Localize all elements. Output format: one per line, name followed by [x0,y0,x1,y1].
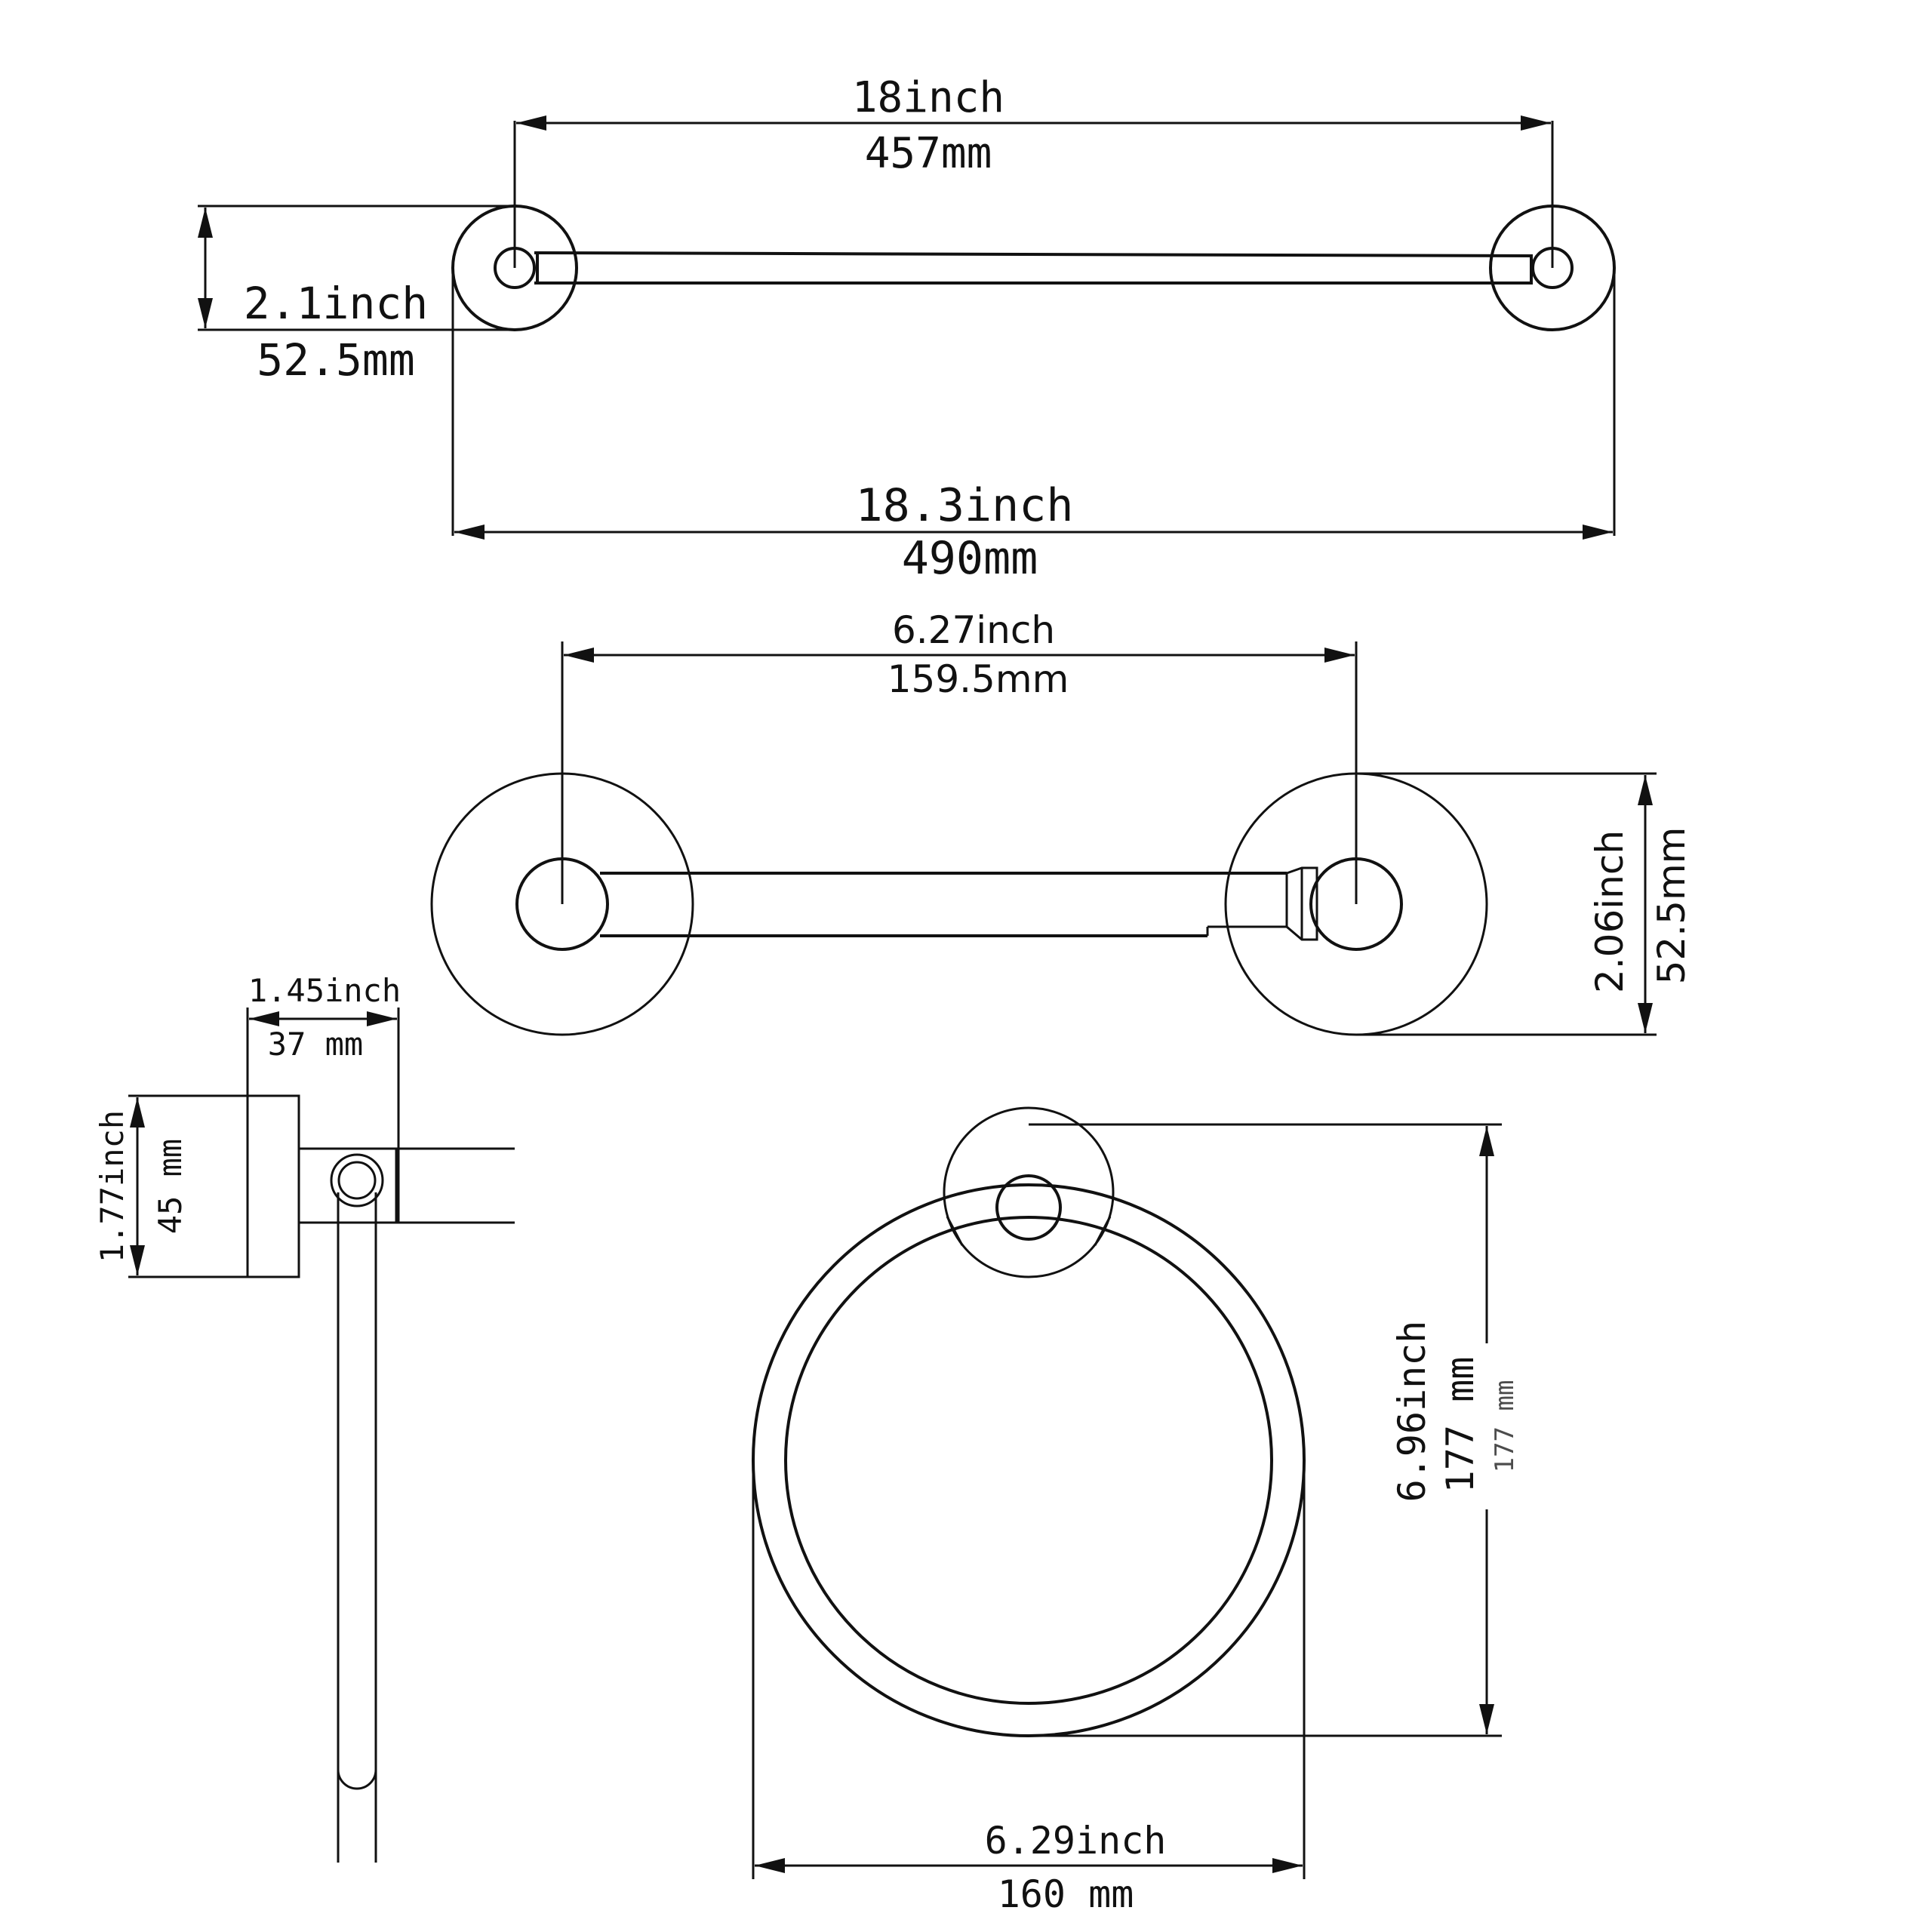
paper-holder-span-mm: 159.5mm [888,657,1069,701]
towel-ring-seam-left [946,1216,964,1246]
towel-bar-overall-inch: 18.3inch [856,479,1074,532]
towel-ring-height-mm: 177 mm [1438,1357,1482,1494]
towel-bar-drawing: 18inch 457mm 18.3inch 490mm 2.1inch 52.5… [198,73,1616,585]
side-view-height-inch: 1.77inch [94,1110,131,1263]
towel-bar-rod-top [534,251,1534,257]
towel-ring-drawing: 6.96inch 177 mm 177 mm 6.29inch 160 mm [752,1106,1520,1916]
towel-bar-span-mm: 457mm [865,129,992,178]
towel-ring-inner [784,1216,1273,1705]
towel-ring-seam-right [1094,1216,1112,1246]
towel-ring-height-mm-ghost: 177 mm [1490,1380,1520,1473]
towel-ring-width-inch: 6.29inch [985,1819,1167,1863]
side-view-height-mm: 45 mm [152,1139,189,1234]
towel-bar-height-inch: 2.1inch [244,278,428,329]
side-view-ring-profile [337,1192,377,1790]
paper-holder-height-mm: 52.5mm [1650,827,1694,985]
towel-ring-height-inch: 6.96inch [1390,1321,1434,1503]
side-view-pivot-outer [330,1153,384,1208]
side-view-projection-mm: 37 mm [268,1026,363,1063]
towel-ring-mount-post [995,1174,1062,1241]
paper-holder-drawing: 6.27inch 159.5mm 2.06inch 52.5mm [430,608,1694,1036]
side-view-projection-inch: 1.45inch [248,972,401,1009]
paper-holder-span-inch: 6.27inch [892,608,1055,652]
paper-holder-height-inch: 2.06inch [1588,830,1632,993]
side-view-mount-plate [246,1094,300,1278]
side-view-drawing: 1.45inch 37 mm 1.77inch 45 mm [94,972,515,1863]
towel-bar-span-inch: 18inch [852,73,1004,122]
towel-bar-height-mm: 52.5mm [257,334,415,386]
towel-bar-overall-mm: 490mm [902,532,1038,585]
side-view-pivot-inner [337,1161,377,1200]
towel-ring-outer [752,1183,1306,1737]
towel-ring-mount-rosette [943,1106,1115,1278]
towel-ring-width-mm: 160 mm [998,1872,1134,1916]
